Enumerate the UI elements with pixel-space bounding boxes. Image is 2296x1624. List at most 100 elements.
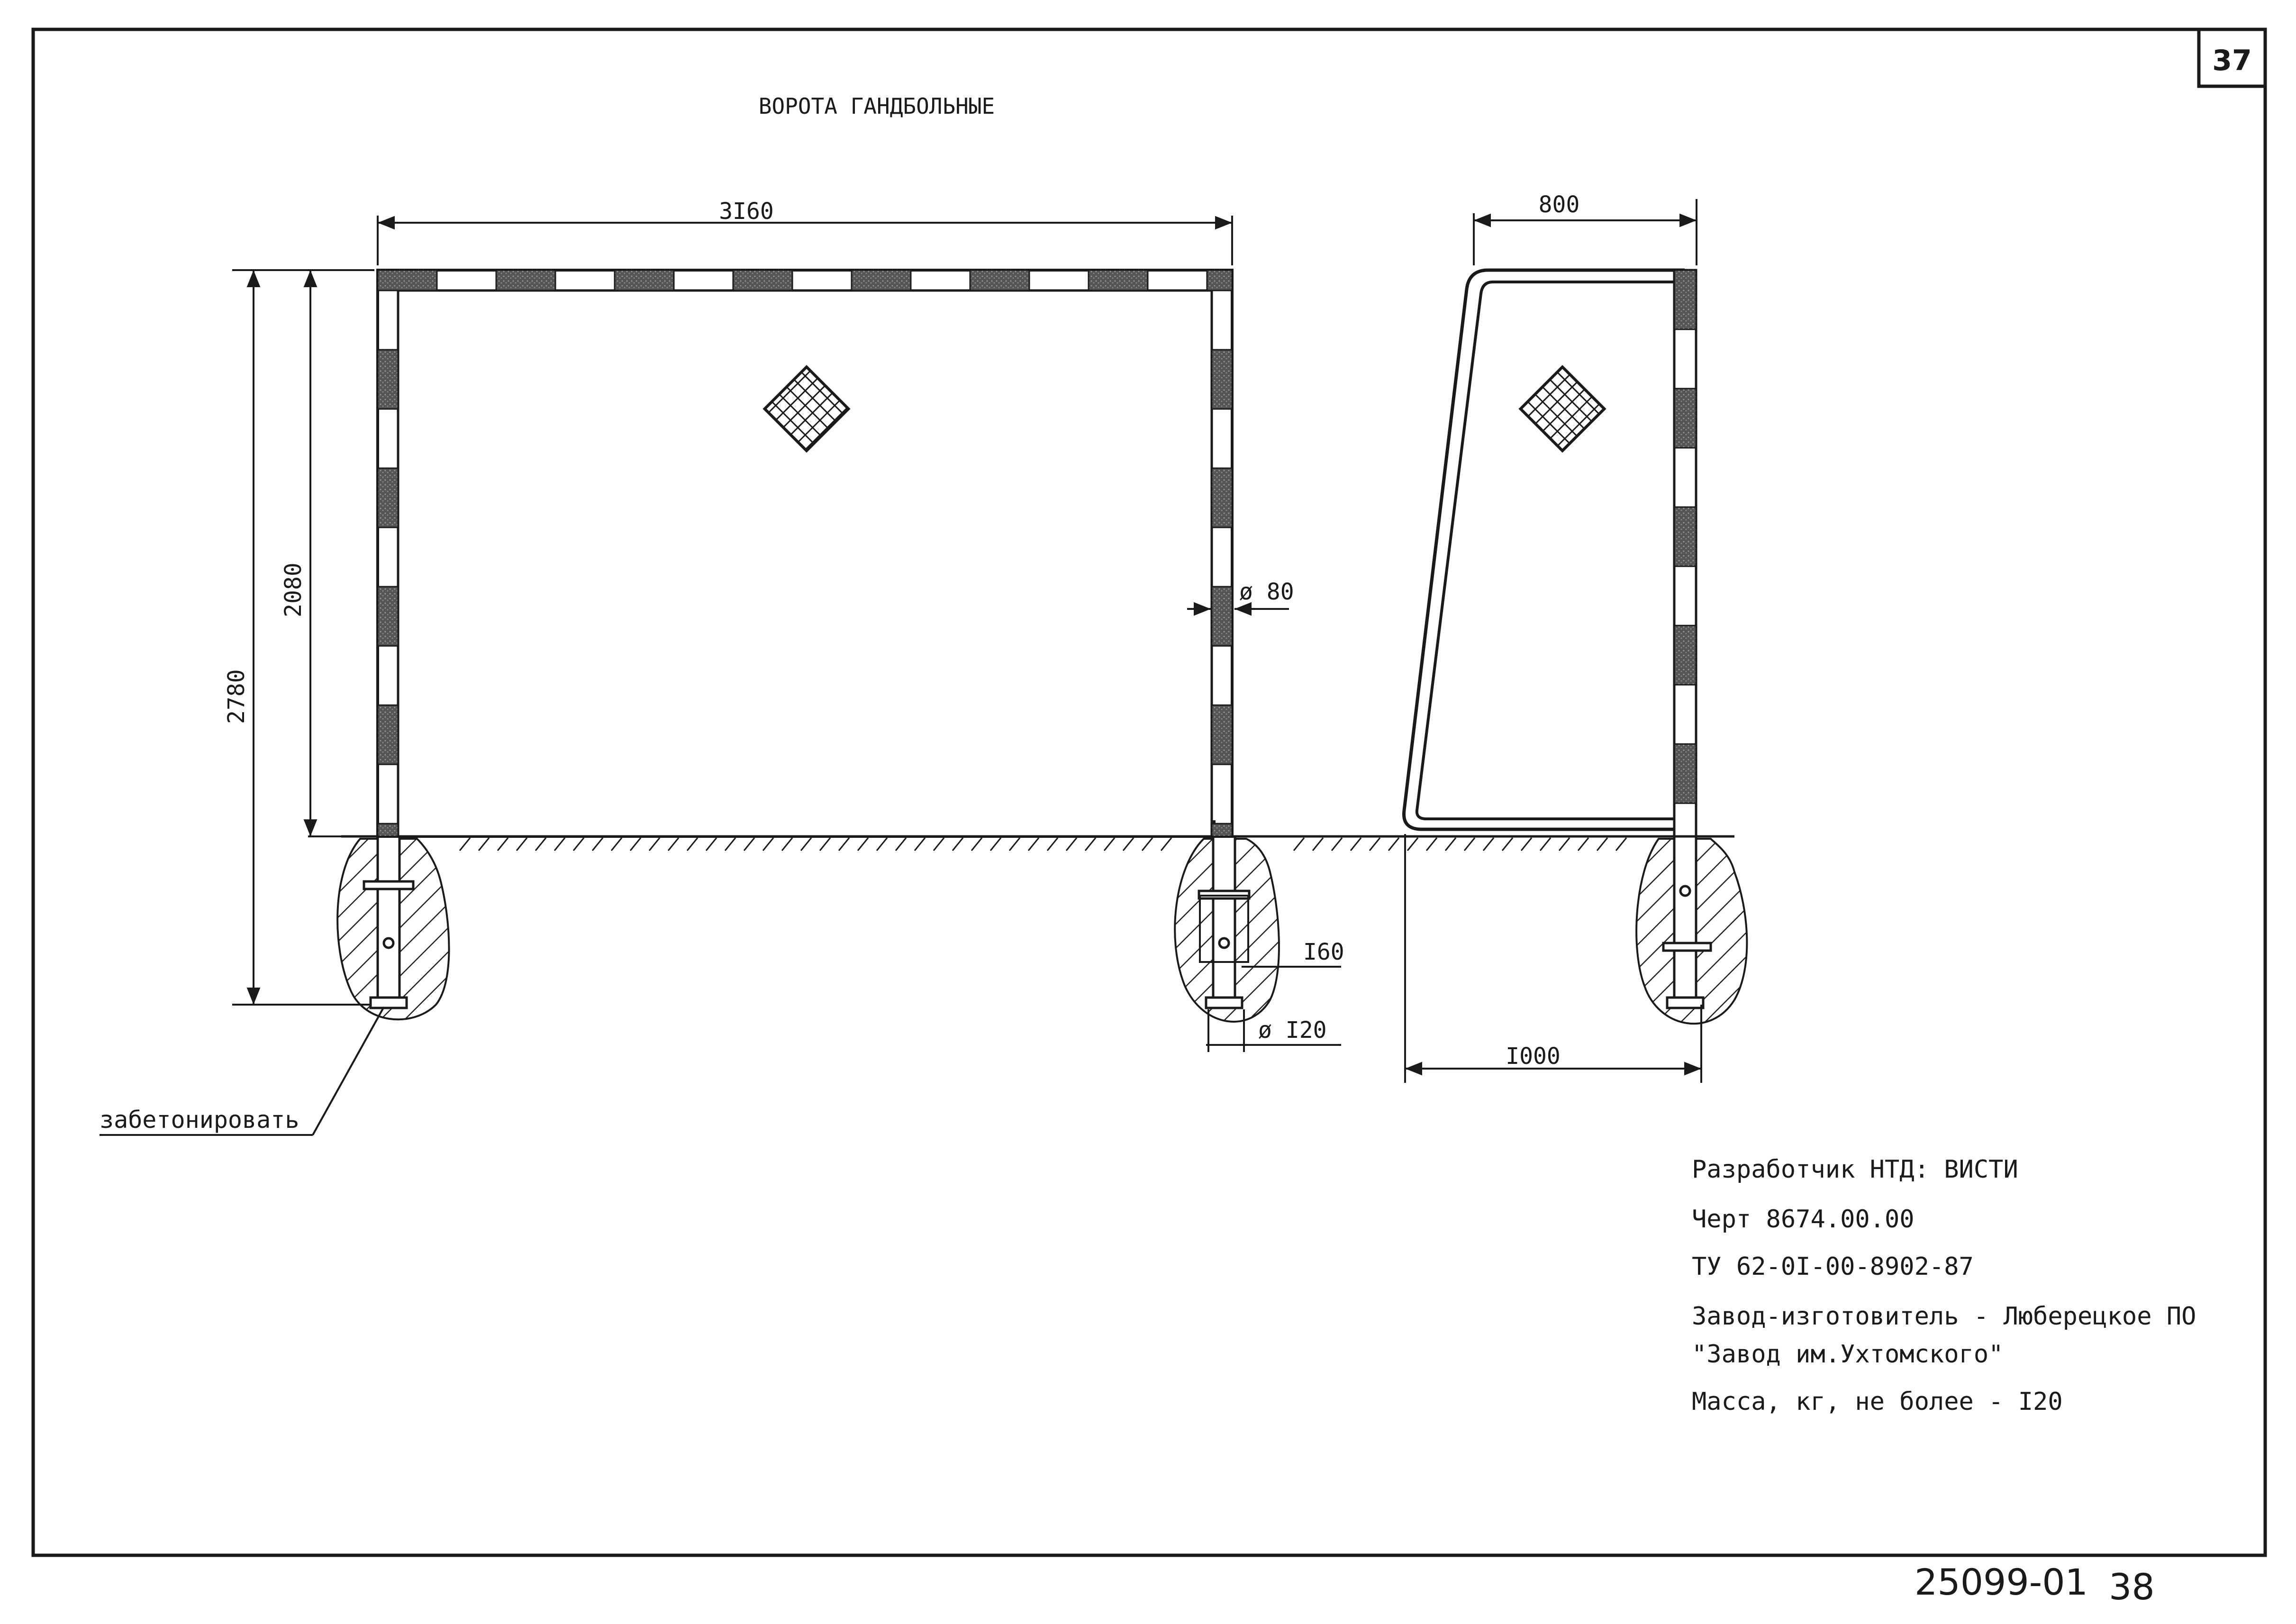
dimension-post-diameter-label: ø 80	[1239, 579, 1294, 605]
ground-hatch-tick	[800, 837, 812, 851]
ground-hatch-tick	[1425, 837, 1438, 851]
ground-hatch-tick	[1331, 837, 1343, 851]
dimension-depth-bottom-label: I000	[1506, 1043, 1561, 1070]
ground-hatch-tick	[686, 837, 699, 851]
ground-hatch-tick	[876, 837, 888, 851]
frame-stripe	[377, 269, 438, 291]
ground-hatch-tick	[1577, 837, 1589, 851]
post-stripe	[1211, 349, 1233, 410]
dimension-height-label: 2080	[280, 563, 307, 617]
post-stripe	[1211, 823, 1233, 837]
ground-hatch-tick	[1463, 837, 1476, 851]
ground-hatch-tick	[1084, 837, 1097, 851]
dimension-height	[303, 270, 374, 837]
anchor-plate	[1199, 895, 1249, 963]
post-stripe	[1211, 586, 1233, 647]
ground-hatch-tick	[971, 837, 983, 851]
ground-hatch-tick	[762, 837, 774, 851]
ground-hatch-tick	[459, 837, 471, 851]
archive-stamp: 25099-01	[1915, 1561, 2088, 1603]
post-stripe	[1211, 704, 1233, 765]
side-post-stripe	[1673, 388, 1697, 449]
ground-hatch-tick	[705, 837, 717, 851]
ground-hatch-tick	[1482, 837, 1495, 851]
dimension-total-height	[232, 269, 374, 1006]
info-mass: Масса, кг, не более - I20	[1692, 1388, 2063, 1416]
ground-hatch-tick	[629, 837, 642, 851]
ground-hatch-tick	[516, 837, 528, 851]
post-stripe	[377, 467, 399, 528]
info-spec: ТУ 62-0I-00-8902-87	[1692, 1252, 1974, 1281]
dimension-base-diameter-label: ø I20	[1258, 1017, 1327, 1043]
ground-hatch-tick	[591, 837, 604, 851]
ground-hatch-tick	[1027, 837, 1040, 851]
dimension-depth-top-label: 800	[1539, 191, 1580, 218]
side-post-stripe	[1673, 269, 1697, 330]
frame-stripe	[495, 269, 556, 291]
post-stripe	[377, 823, 399, 837]
front-view-goal	[376, 269, 1234, 838]
ground-hatch-tick	[1388, 837, 1400, 851]
ground-hatch-tick	[933, 837, 945, 851]
ground-hatch-tick	[1350, 837, 1362, 851]
ground-hatch-tick	[895, 837, 907, 851]
ground-hatch-tick	[1407, 837, 1419, 851]
info-maker-line1: Завод-изготовитель - Люберецкое ПО	[1692, 1302, 2196, 1331]
side-post-stripe	[1673, 625, 1697, 686]
post-stripe	[377, 349, 399, 410]
frame-stripe	[851, 269, 912, 291]
ground-hatch-tick	[1369, 837, 1381, 851]
archive-stamp-page: 38	[2109, 1566, 2155, 1608]
page-number: 37	[2212, 44, 2252, 77]
dimension-depth-top	[1473, 199, 1697, 265]
info-drawing: Черт 8674.00.00	[1692, 1205, 1915, 1234]
ground-hatch-tick	[1312, 837, 1324, 851]
dimension-embed	[1206, 966, 1341, 1052]
front-net-icon	[762, 365, 851, 453]
frame-stripe	[1206, 269, 1233, 291]
frame-stripe	[1088, 269, 1149, 291]
ground-hatch-tick	[535, 837, 547, 851]
dimension-embed-label: I60	[1303, 939, 1344, 965]
dimension-total-height-label: 2780	[223, 669, 250, 724]
dimension-depth-bottom	[1404, 834, 1702, 1083]
dimension-width-label: 3I60	[719, 198, 774, 225]
info-maker-line2: "Завод им.Ухтомского"	[1692, 1340, 2003, 1369]
ground-hatch-tick	[914, 837, 926, 851]
ground-hatch-tick	[1103, 837, 1116, 851]
ground-hatch-tick	[1008, 837, 1021, 851]
ground-hatch-tick	[1160, 837, 1172, 851]
buried-posts	[376, 835, 1697, 1001]
side-view-goal	[1402, 268, 1697, 838]
ground-hatch-tick	[857, 837, 869, 851]
frame-stripe	[732, 269, 793, 291]
ground-hatch-tick	[572, 837, 585, 851]
ground-hatch-tick	[478, 837, 490, 851]
note-concrete: забетонировать	[100, 1106, 299, 1134]
outer-frame	[31, 27, 2267, 1557]
side-frame-outer	[1402, 268, 1685, 831]
ground-hatch-tick	[1293, 837, 1305, 851]
ground-hatch-tick	[1046, 837, 1059, 851]
side-post-stripe	[1673, 506, 1697, 567]
ground-hatch-tick	[724, 837, 736, 851]
post-stripe	[377, 586, 399, 647]
ground-hatch-tick	[1444, 837, 1457, 851]
info-developer: Разработчик НТД: ВИСТИ	[1692, 1155, 2018, 1184]
ground-hatch-tick	[743, 837, 755, 851]
ground-hatch-tick	[1501, 837, 1514, 851]
post-stripe	[1211, 467, 1233, 528]
drawing-title: ВОРОТА ГАНДБОЛЬНЫЕ	[759, 93, 995, 119]
side-net-icon	[1518, 365, 1606, 453]
ground-hatch-tick	[667, 837, 680, 851]
info-block: Разработчик НТД: ВИСТИ Черт 8674.00.00 Т…	[1692, 1155, 2196, 1416]
ground-hatch-tick	[1141, 837, 1153, 851]
ground-hatch-tick	[1615, 837, 1627, 851]
ground-hatch-tick	[1539, 837, 1552, 851]
post-stripe	[377, 704, 399, 765]
ground-hatch-tick	[781, 837, 793, 851]
ground-hatch-tick	[952, 837, 964, 851]
ground-hatch	[459, 837, 1627, 851]
ground-hatch-tick	[1122, 837, 1134, 851]
